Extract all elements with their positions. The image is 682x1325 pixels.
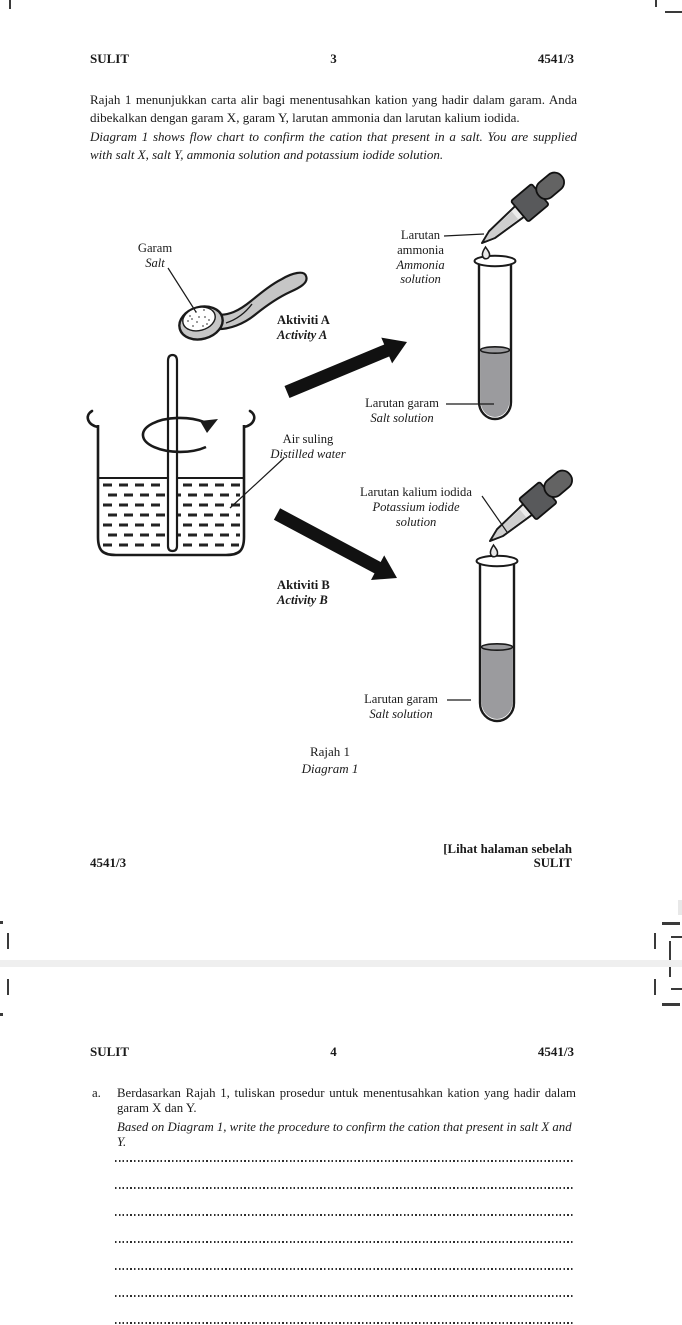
answer-line (115, 1241, 574, 1243)
activity-a-arrow (284, 337, 407, 398)
spatula-with-salt (178, 271, 308, 341)
crop-mark (662, 1003, 680, 1006)
dropper-1 (481, 171, 565, 244)
confidential-label: SULIT (90, 1044, 130, 1059)
page-number: 4 (330, 1044, 337, 1059)
test-tube-1 (473, 254, 517, 421)
question-a-label: a. (92, 1086, 101, 1100)
answer-line (115, 1214, 574, 1216)
intro-paragraph-english: Diagram 1 shows flow chart to confirm th… (90, 129, 577, 162)
salt-solution-label-2: Larutan garam Salt solution (364, 692, 438, 721)
crop-mark (9, 0, 11, 9)
crop-mark (655, 0, 657, 7)
crop-mark (669, 941, 671, 977)
ammonia-solution-label: Larutan ammonia Ammonia solution (396, 228, 445, 287)
answer-line (115, 1322, 574, 1324)
crop-mark (671, 988, 682, 990)
crop-mark (7, 933, 9, 949)
salt-solution-label-1: Larutan garam Salt solution (365, 396, 439, 425)
crop-mark (654, 979, 656, 995)
potassium-iodide-label: Larutan kalium iodida Potassium iodide s… (360, 485, 472, 529)
crop-mark (665, 11, 682, 13)
question-a-malay: Berdasarkan Rajah 1, tuliskan prosedur u… (117, 1086, 576, 1116)
page4-running-head: SULIT 4 4541/3 (90, 1045, 574, 1059)
diagram-caption: Rajah 1 Diagram 1 (301, 744, 359, 776)
crop-mark (654, 933, 656, 949)
paper-code: 4541/3 (537, 1044, 574, 1059)
diagram-1-flowchart (86, 171, 573, 723)
crop-mark (7, 979, 9, 995)
crop-mark (662, 922, 680, 925)
page-gap-band (0, 960, 682, 967)
crop-mark (678, 900, 682, 915)
salt-label: Garam Salt (137, 241, 173, 270)
footer-turn-over: [Lihat halaman sebelah SULIT (443, 842, 572, 870)
distilled-water-label: Air suling Distilled water (270, 432, 346, 461)
footer-paper-code: 4541/3 (90, 855, 127, 870)
crop-mark (671, 936, 682, 938)
falling-drop-1 (481, 245, 491, 260)
dropper-2 (489, 469, 573, 542)
answer-line (115, 1268, 574, 1270)
crop-mark (0, 921, 3, 924)
crop-mark (0, 1013, 3, 1016)
page-number: 3 (330, 51, 337, 66)
falling-drop-2 (489, 543, 499, 558)
activity-a-label: Aktiviti A Activity A (277, 313, 330, 342)
page3-running-head: SULIT 3 4541/3 (90, 52, 574, 66)
answer-line (115, 1295, 574, 1297)
stirring-rod (166, 353, 179, 553)
intro-paragraph-malay: Rajah 1 menunjukkan carta alir bagi mene… (90, 92, 577, 125)
salt-speckles (187, 309, 210, 327)
label-pointer-lines (167, 233, 508, 701)
paper-code: 4541/3 (537, 51, 574, 66)
test-tube-2 (475, 554, 519, 723)
activity-b-arrow (273, 508, 397, 580)
answer-line (115, 1187, 574, 1189)
confidential-label: SULIT (90, 51, 130, 66)
question-a-english: Based on Diagram 1, write the procedure … (117, 1120, 572, 1149)
activity-b-label: Aktiviti B Activity B (277, 578, 330, 607)
stir-arrow (141, 416, 218, 454)
answer-line (115, 1160, 574, 1162)
